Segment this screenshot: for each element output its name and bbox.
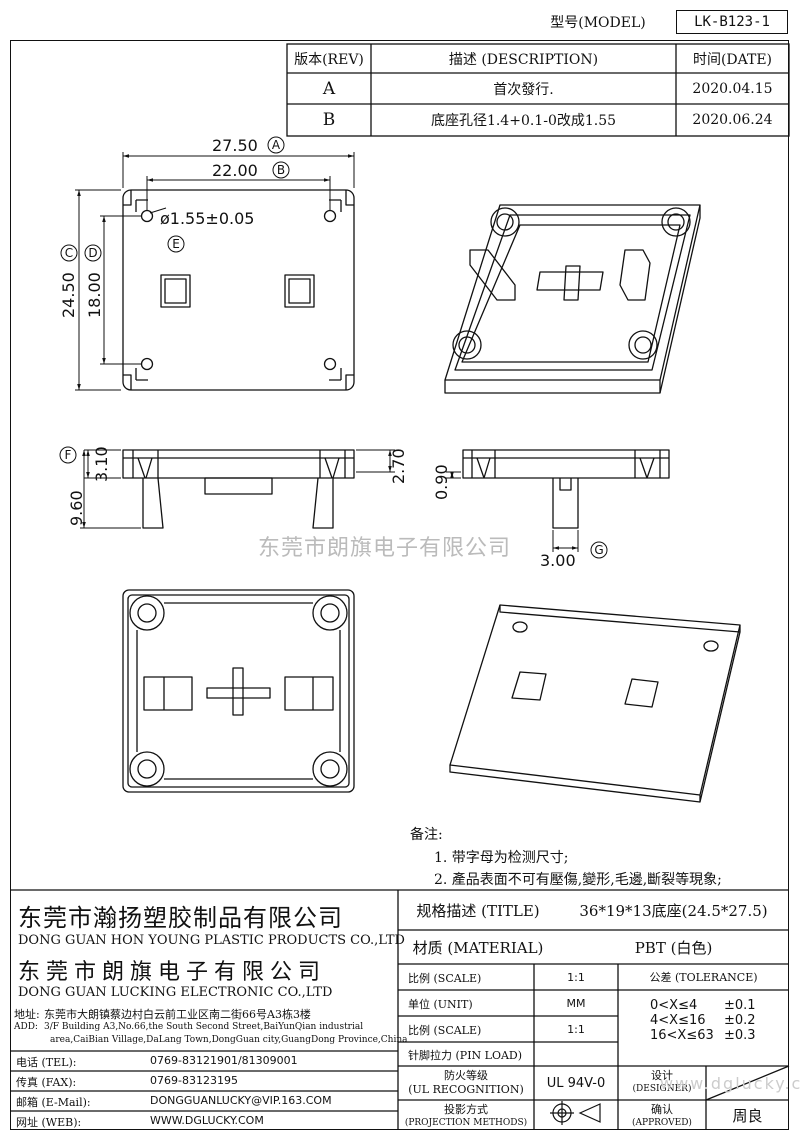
rev-a-desc: 首次發行. xyxy=(493,81,554,98)
rev-a: A xyxy=(322,78,336,99)
tel-value: 0769-83121901/81309001 xyxy=(150,1054,298,1067)
dim-2-70: 2.70 xyxy=(389,448,408,484)
tag-e: E xyxy=(172,237,180,251)
rev-b-desc: 底座孔径1.4+0.1-0改成1.55 xyxy=(430,113,617,129)
notes-title: 备注: xyxy=(410,827,443,843)
web-label: 网址 (WEB): xyxy=(16,1116,82,1129)
material-label: 材质 (MATERIAL) xyxy=(412,938,544,957)
technical-drawing: A B C D E F G 27.50 22.00 ø1.55±0.05 24.… xyxy=(59,136,741,803)
desc-col-header: 描述 (DESCRIPTION) xyxy=(448,51,599,68)
scale-label: 比例 (SCALE) xyxy=(408,972,482,985)
watermark-small: www.dglucky.com xyxy=(660,1074,800,1093)
dim-hole: ø1.55±0.05 xyxy=(160,209,254,228)
tolerance-row: 16<X≤63 ±0.3 xyxy=(650,1028,756,1043)
email-label: 邮箱 (E-Mail): xyxy=(16,1096,91,1109)
approved-value: 周良 xyxy=(732,1106,763,1125)
tolerance-value: ±0.2 xyxy=(724,1013,756,1028)
model-value: LK-B123-1 xyxy=(694,14,770,30)
rev-b: B xyxy=(322,110,336,130)
iso-view-bottom xyxy=(449,604,741,803)
tolerance-row: 0<X≤4 ±0.1 xyxy=(650,998,756,1013)
company2-name-cn: 东莞市朗旗电子有限公司 xyxy=(18,960,327,985)
tolerance-value: ±0.3 xyxy=(724,1028,756,1043)
tolerance-value: ±0.1 xyxy=(724,998,756,1013)
scale2-label: 比例 (SCALE) xyxy=(408,1024,482,1037)
company2-name-en: DONG GUAN LUCKING ELECTRONIC CO.,LTD xyxy=(18,985,333,1000)
ul-value: UL 94V-0 xyxy=(546,1075,606,1091)
dim-0-90: 0.90 xyxy=(432,464,451,500)
tolerance-range: 0<X≤4 xyxy=(650,998,698,1013)
dim-24-50: 24.50 xyxy=(59,272,78,318)
scale2-value: 1:1 xyxy=(567,1022,585,1036)
projection-label-1: 投影方式 xyxy=(444,1103,488,1116)
unit-label: 单位 (UNIT) xyxy=(408,998,473,1011)
dim-27-50: 27.50 xyxy=(212,136,258,155)
revision-table-grid xyxy=(286,43,790,137)
dim-18-00: 18.00 xyxy=(85,272,104,318)
ul-label-2: (UL RECOGNITION) xyxy=(408,1082,524,1096)
title-label: 规格描述 (TITLE) xyxy=(416,901,540,920)
address-cn: 东莞市大朗镇蔡边村白云前工业区南二街66号A3栋3楼 xyxy=(44,1008,311,1021)
tolerance-table: 0<X≤4 ±0.1 4<X≤16 ±0.2 16<X≤63 ±0.3 xyxy=(650,998,756,1043)
tolerance-range: 4<X≤16 xyxy=(650,1013,706,1028)
tag-g: G xyxy=(594,543,603,557)
designer-label-1: 设计 xyxy=(651,1069,673,1082)
tag-b: B xyxy=(277,163,285,177)
drawing-frame xyxy=(10,40,789,1130)
material-value: PBT (白色) xyxy=(634,938,713,957)
company-name-cn: 东莞市瀚扬塑胶制品有限公司 xyxy=(18,904,343,932)
dim-22-00: 22.00 xyxy=(212,161,258,180)
rev-b-date: 2020.06.24 xyxy=(692,112,773,128)
iso-view-top xyxy=(444,204,701,394)
fax-value: 0769-83123195 xyxy=(150,1074,238,1087)
top-view xyxy=(122,189,355,391)
note-2: 2. 產品表面不可有壓傷,變形,毛邊,斷裂等現象; xyxy=(434,872,722,888)
tag-c: C xyxy=(65,246,73,260)
unit-value: MM xyxy=(566,996,586,1010)
ul-label-1: 防火等级 xyxy=(444,1069,488,1082)
tag-d: D xyxy=(88,246,97,260)
address-en-1: 3/F Building A3,No.66,the South Second S… xyxy=(44,1022,364,1032)
tolerance-range: 16<X≤63 xyxy=(650,1028,714,1043)
tolerance-label: 公差 (TOLERANCE) xyxy=(649,971,758,984)
note-1: 1. 带字母为检测尺寸; xyxy=(434,850,569,866)
watermark: 东莞市朗旗电子有限公司 xyxy=(258,536,512,561)
web-value[interactable]: WWW.DGLUCKY.COM xyxy=(150,1114,264,1127)
scale-value: 1:1 xyxy=(567,970,585,984)
address-en-2: area,CaiBian Village,DaLang Town,DongGua… xyxy=(50,1035,408,1045)
side-view-right xyxy=(462,449,670,529)
dim-9-60: 9.60 xyxy=(67,490,86,526)
dim-3-10: 3.10 xyxy=(92,446,111,482)
pin-load-label: 针脚拉力 (PIN LOAD) xyxy=(408,1049,523,1062)
address-label: 地址: xyxy=(14,1008,40,1021)
tolerance-row: 4<X≤16 ±0.2 xyxy=(650,1013,756,1028)
company-name-en: DONG GUAN HON YOUNG PLASTIC PRODUCTS CO.… xyxy=(18,933,405,948)
address-en-label: ADD: xyxy=(14,1022,38,1032)
rev-a-date: 2020.04.15 xyxy=(692,80,773,97)
tel-label: 电话 (TEL): xyxy=(16,1056,77,1069)
approved-label-2: (APPROVED) xyxy=(632,1118,692,1128)
dim-3-00: 3.00 xyxy=(540,551,576,570)
date-col-header: 时间(DATE) xyxy=(692,51,773,68)
model-value-box: LK-B123-1 xyxy=(676,10,788,34)
projection-label-2: (PROJECTION METHODS) xyxy=(404,1118,528,1128)
model-label: 型号(MODEL) xyxy=(550,15,646,31)
projection-symbol xyxy=(550,1101,601,1125)
tag-f: F xyxy=(65,448,72,462)
email-value[interactable]: DONGGUANLUCKY@VIP.163.COM xyxy=(150,1094,332,1107)
rev-col-header: 版本(REV) xyxy=(294,51,364,68)
designer-label-2: (DESIGNER) xyxy=(632,1084,692,1094)
side-view-left xyxy=(122,449,355,529)
bottom-view xyxy=(122,589,355,793)
title-value: 36*19*13底座(24.5*27.5) xyxy=(579,901,768,920)
approved-label-1: 确认 xyxy=(651,1103,673,1116)
tag-a: A xyxy=(272,138,281,152)
dim-tags xyxy=(59,136,608,559)
fax-label: 传真 (FAX): xyxy=(16,1076,77,1089)
